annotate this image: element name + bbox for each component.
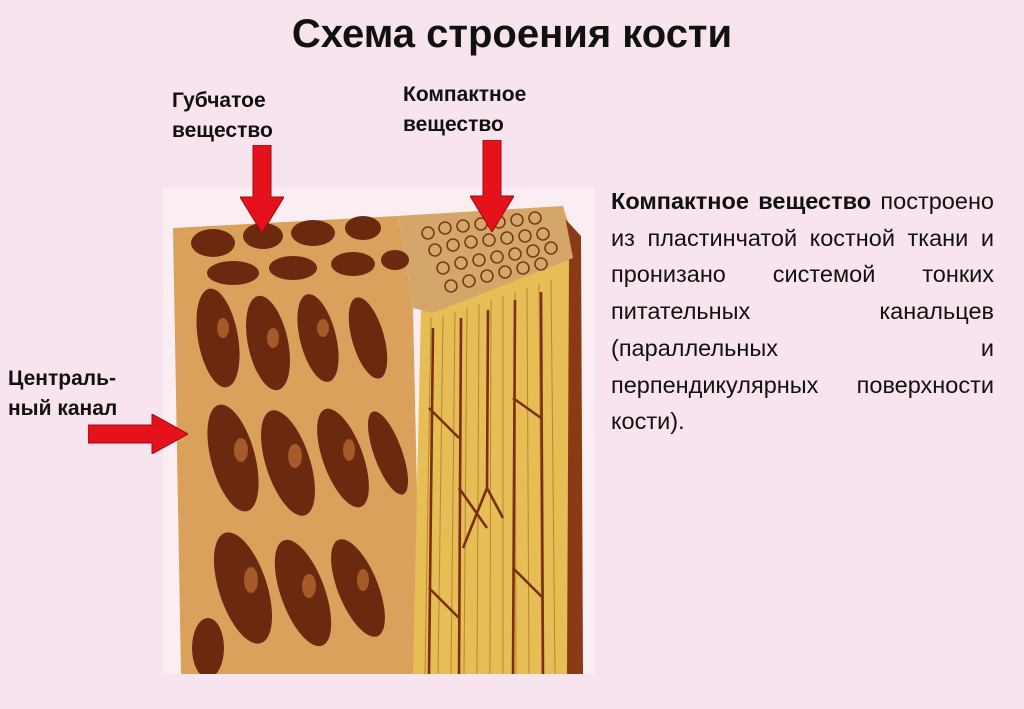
arrow-down-icon — [240, 145, 284, 233]
arrow-right-icon — [88, 414, 188, 454]
description-text: Компактное вещество построено из пластин… — [611, 183, 994, 440]
label-central-canal: Централь- ный канал — [8, 367, 118, 420]
description-bold-term: Компактное вещество — [611, 188, 872, 214]
arrow-down-icon — [470, 140, 514, 232]
description-body: построено из пластинчатой костной ткани … — [611, 188, 994, 435]
label-compact-substance: Компактное вещество — [403, 83, 527, 136]
label-spongy-substance: Губчатое вещество — [172, 89, 273, 142]
bone-structure-illustration — [163, 188, 595, 674]
slide-title: Схема строения кости — [291, 12, 733, 56]
